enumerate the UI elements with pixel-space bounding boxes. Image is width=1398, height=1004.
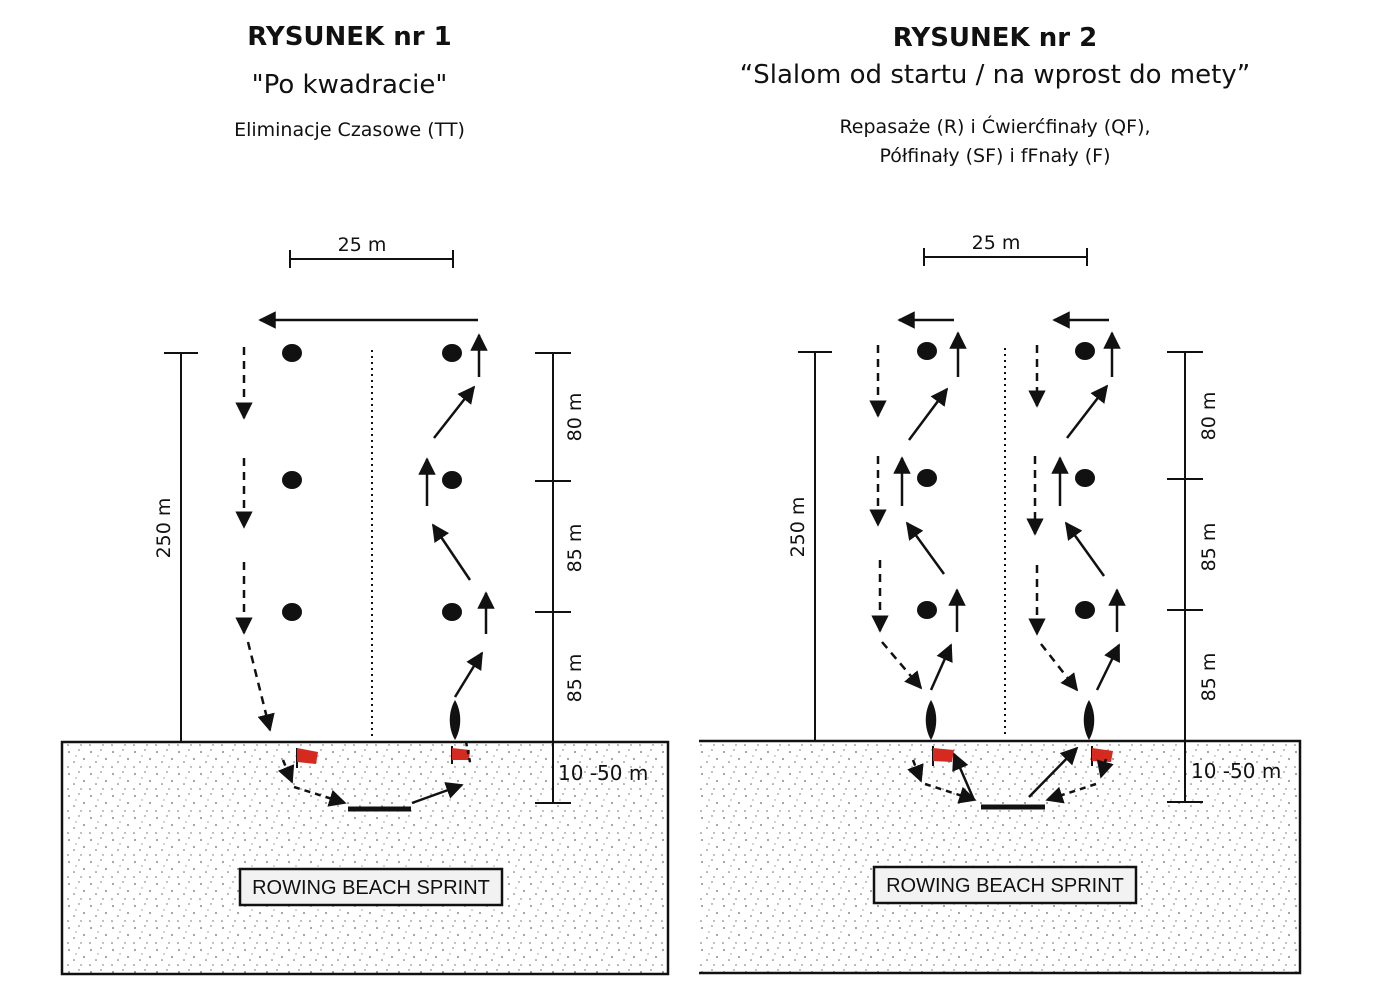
buoys (917, 342, 1095, 619)
buoy (1075, 342, 1095, 360)
segment-label-3: 85 m (1198, 653, 1220, 702)
boat-icon (449, 700, 461, 740)
buoy (282, 344, 302, 362)
figure-2-diagram: 25 m 250 m 80 m 85 m 85 m 10 -50 m (699, 232, 1302, 975)
flag-icon (1091, 746, 1113, 766)
figure-1: RYSUNEK nr 1 "Po kwadracie" Eliminacje C… (0, 22, 699, 976)
figure-2-description: Repasaże (R) i Ćwierćfinały (QF), Półfin… (699, 113, 1291, 171)
total-length-label: 250 m (787, 497, 809, 558)
segment-label-1: 80 m (564, 393, 586, 442)
outbound-path (418, 333, 495, 698)
figure-2-description-line: Repasaże (R) i Ćwierćfinały (QF), (839, 116, 1151, 138)
total-length-label: 250 m (153, 498, 175, 559)
figure-1-diagram: 25 m 250 m 80 m 85 m 85 m 10 -50 m (60, 234, 670, 976)
segment-dimension: 80 m 85 m 85 m 10 -50 m (1167, 351, 1281, 803)
figure-1-description-line: Eliminacje Czasowe (TT) (234, 119, 465, 141)
figure-1-title: RYSUNEK nr 1 (247, 22, 452, 52)
beach-length-label: 10 -50 m (558, 761, 648, 785)
width-label: 25 m (338, 234, 387, 256)
outbound-path (1051, 331, 1126, 691)
outbound-path (893, 331, 967, 691)
buoy (1075, 601, 1095, 619)
buoy (917, 342, 937, 360)
buoy (442, 471, 462, 489)
sign-text: ROWING BEACH SPRINT (886, 875, 1124, 897)
figure-2-subtitle: “Slalom od startu / na wprost do mety” (739, 60, 1251, 90)
figure-2-description-line: Półfinały (SF) i fFnały (F) (879, 145, 1111, 167)
figure-1-description: Eliminacje Czasowe (TT) (0, 116, 699, 145)
buoy (442, 603, 462, 621)
width-dimension: 25 m (923, 232, 1088, 266)
total-length-dimension: 250 m (787, 351, 832, 741)
flag-icon (451, 746, 470, 764)
flag-icon (296, 748, 318, 768)
segment-dimension: 80 m 85 m 85 m 10 -50 m (535, 352, 648, 804)
buoy (282, 471, 302, 489)
rowing-beach-sprint-sign: ROWING BEACH SPRINT (872, 865, 1138, 905)
rowing-beach-sprint-sign: ROWING BEACH SPRINT (238, 867, 504, 907)
total-length-dimension: 250 m (153, 352, 198, 742)
beach-area (60, 740, 670, 976)
return-path (1026, 345, 1079, 692)
buoy (1075, 469, 1095, 487)
beach-length-label: 10 -50 m (1191, 759, 1281, 783)
return-path (235, 347, 275, 732)
buoy (442, 344, 462, 362)
buoy (917, 601, 937, 619)
return-path (869, 345, 923, 690)
beach-run-path (907, 746, 1114, 804)
buoy (917, 469, 937, 487)
beach-area (699, 739, 1302, 975)
boat-icon (925, 700, 937, 740)
sign-text: ROWING BEACH SPRINT (252, 877, 490, 899)
segment-label-2: 85 m (1198, 523, 1220, 572)
figure-2: RYSUNEK nr 2 “Slalom od startu / na wpro… (699, 0, 1398, 1004)
beach-run-path (277, 741, 472, 807)
boat-icon (1083, 700, 1095, 740)
flag-icon (932, 746, 954, 766)
width-label: 25 m (972, 232, 1021, 254)
figure-1-subtitle: "Po kwadracie" (251, 70, 448, 100)
segment-label-1: 80 m (1198, 392, 1220, 441)
figure-2-title: RYSUNEK nr 2 (892, 23, 1098, 53)
width-dimension: 25 m (289, 234, 454, 268)
segment-label-2: 85 m (564, 524, 586, 573)
segment-label-3: 85 m (564, 654, 586, 703)
buoys (282, 344, 462, 621)
buoy (282, 603, 302, 621)
